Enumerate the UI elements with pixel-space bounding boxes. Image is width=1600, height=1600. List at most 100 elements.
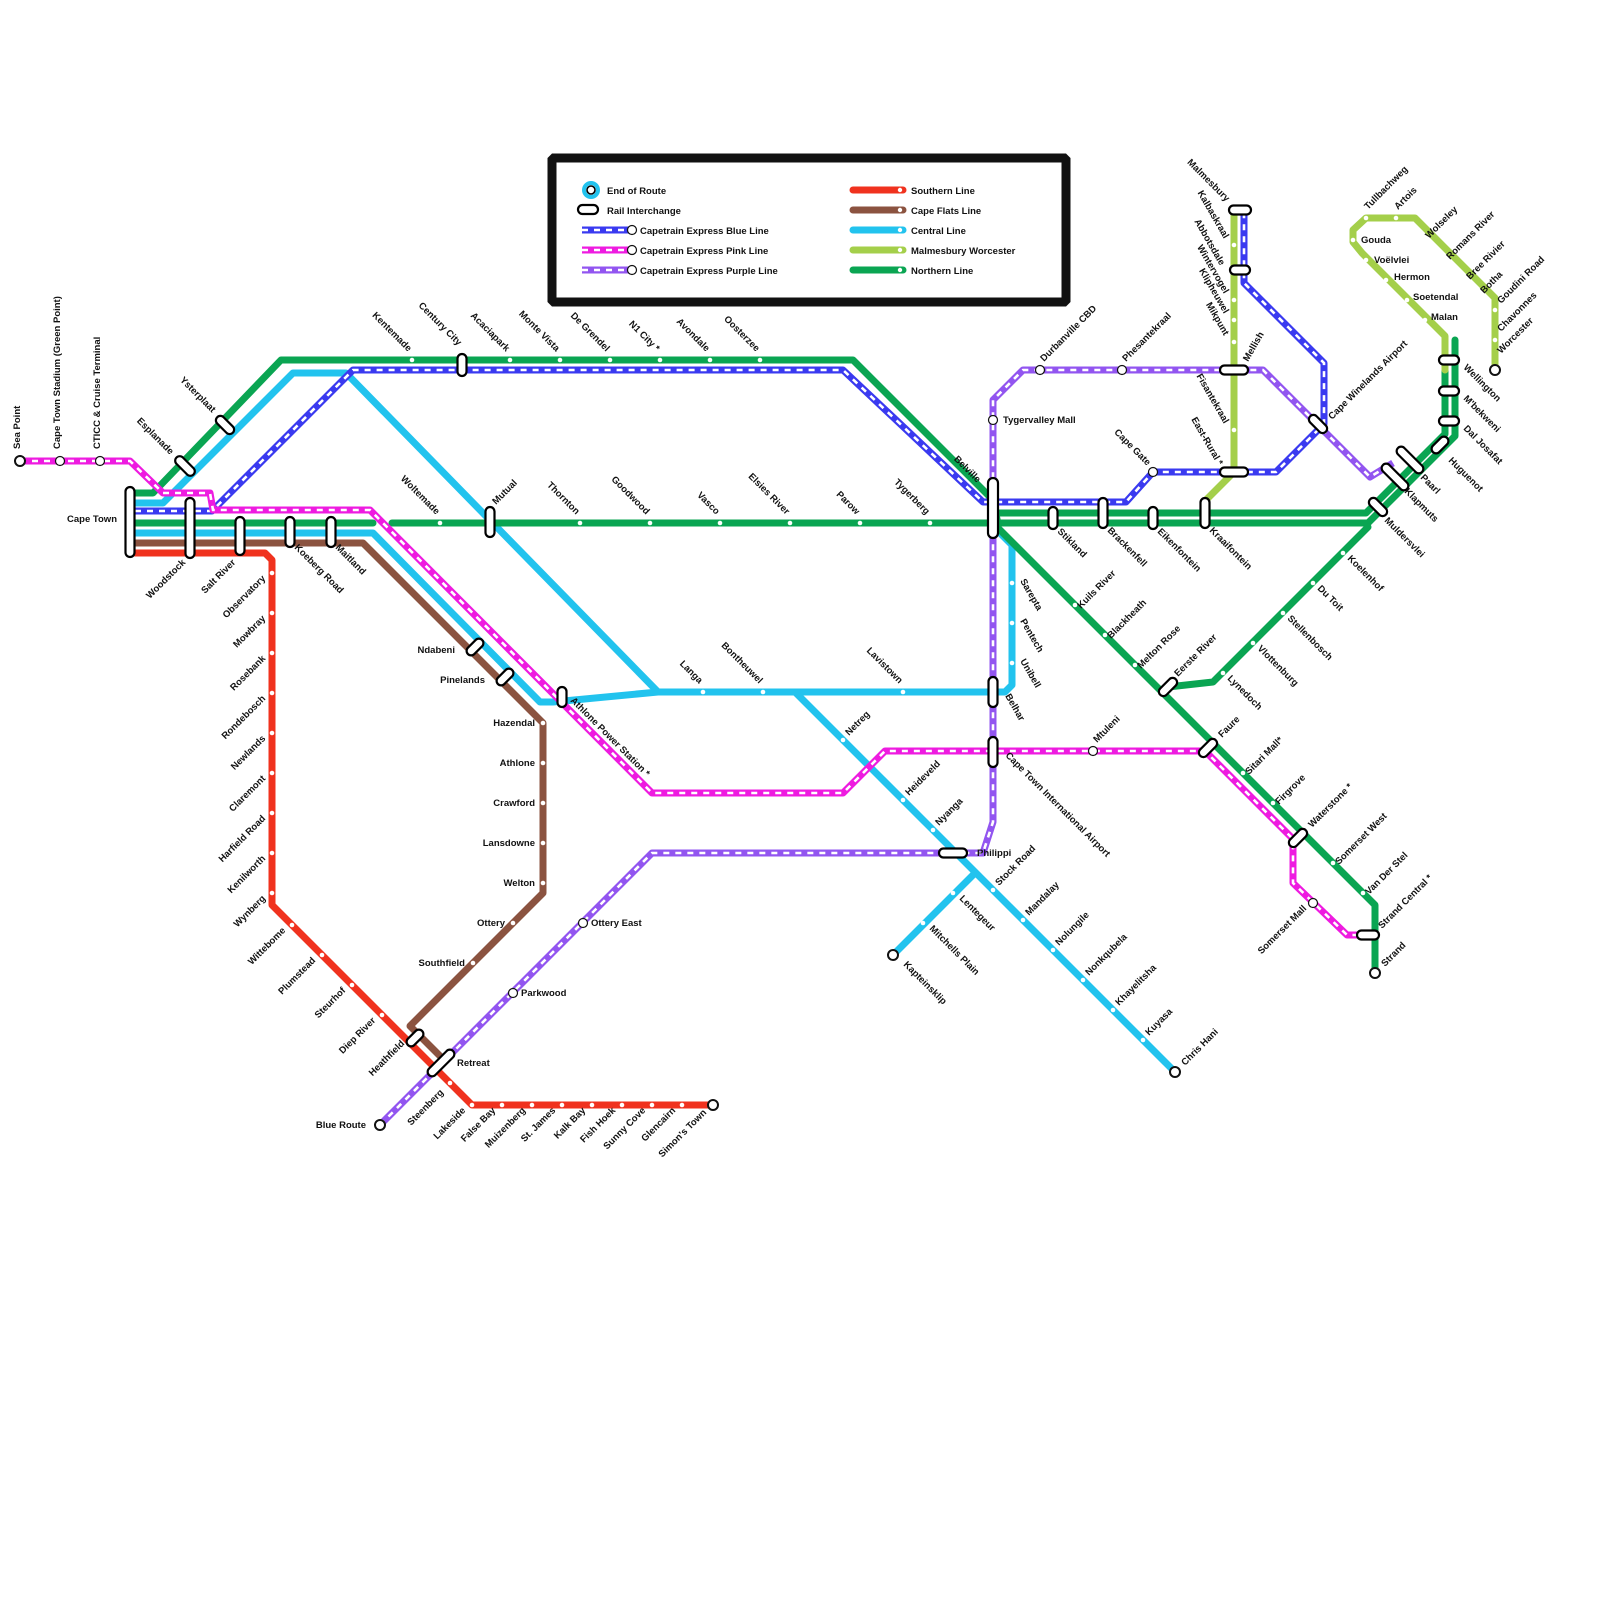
- end-of-route-marker: [1369, 967, 1381, 979]
- station-marker: [1231, 297, 1237, 303]
- station-label-lansdowne: Lansdowne: [483, 838, 535, 849]
- station-label-de-grendel: De Grendel: [568, 311, 612, 355]
- station-label-athlone: Athlone: [500, 758, 535, 769]
- station-label-ct-stadium: Cape Town Stadium (Green Point): [52, 296, 63, 449]
- station-marker: [409, 357, 415, 363]
- station-label-artois: Artois: [1392, 185, 1419, 212]
- station-label-century-city: Century City: [416, 300, 464, 348]
- station-marker: [1492, 307, 1498, 313]
- station-label-thornton: Thornton: [544, 480, 581, 517]
- station-marker: [577, 520, 583, 526]
- interchange-marker: [1047, 505, 1059, 531]
- station-marker: [757, 357, 763, 363]
- station-label-gouda: Gouda: [1361, 235, 1392, 246]
- station-label-woodstock: Woodstock: [144, 557, 188, 601]
- rail-interchange-icon: [576, 203, 600, 216]
- station-marker: [379, 1012, 385, 1018]
- express-stop-marker: [1116, 364, 1128, 376]
- legend-rail-interchange: Rail Interchange: [607, 206, 681, 217]
- station-label-kapteinsklip: Kapteinsklip: [901, 959, 949, 1007]
- interchange-marker: [1355, 929, 1381, 941]
- station-marker: [469, 1102, 475, 1108]
- station-marker: [1250, 640, 1256, 646]
- end-of-route-icon: [582, 181, 600, 199]
- station-marker: [1492, 337, 1498, 343]
- station-label-vlottenburg: Vlottenburg: [1255, 643, 1301, 689]
- station-marker: [760, 689, 766, 695]
- station-label-voelvlei: Voëlvlei: [1374, 255, 1409, 266]
- interchange-marker: [1147, 505, 1159, 531]
- station-marker: [269, 890, 275, 896]
- station-label-nyanga: Nyanga: [933, 796, 966, 829]
- station-label-cw-airport: Cape Winelands Airport: [1326, 338, 1410, 422]
- station-marker: [1360, 890, 1366, 896]
- station-label-athlone-ps: Athlone Power Station *: [568, 695, 652, 779]
- legend-express-blue: Capetrain Express Blue Line: [640, 226, 769, 237]
- station-marker: [1231, 317, 1237, 323]
- station-marker: [1231, 339, 1237, 345]
- station-marker: [1140, 1037, 1146, 1043]
- station-marker: [1009, 660, 1015, 666]
- station-label-diep-river: Diep River: [337, 1015, 378, 1056]
- station-marker: [1350, 237, 1356, 243]
- interchange-marker: [1227, 204, 1253, 216]
- station-marker: [269, 690, 275, 696]
- station-label-parkwood: Parkwood: [521, 988, 567, 999]
- route-southern: [131, 549, 717, 1109]
- station-label-vasco: Vasco: [694, 490, 721, 517]
- station-label-mutual: Mutual: [490, 478, 519, 507]
- interchange-marker: [405, 1028, 425, 1048]
- station-label-eerste-river: Eerste River: [1172, 632, 1219, 679]
- interchange-marker: [124, 485, 136, 559]
- station-marker: [657, 357, 663, 363]
- station-label-plumstead: Plumstead: [276, 955, 318, 997]
- station-label-kraaifontein: Kraaifontein: [1207, 525, 1254, 572]
- interchange-marker: [1307, 413, 1329, 435]
- station-marker: [1340, 550, 1346, 556]
- station-label-wittebome: Wittebome: [246, 925, 288, 967]
- station-label-heideveld: Heideveld: [903, 758, 943, 798]
- station-marker: [1422, 242, 1428, 248]
- station-label-tygerberg: Tygerberg: [892, 477, 932, 517]
- station-marker: [437, 520, 443, 526]
- station-label-east-rural: East-Rural *: [1188, 415, 1225, 467]
- station-marker: [840, 737, 846, 743]
- station-label-firgrove: Firgrove: [1273, 772, 1308, 807]
- station-marker: [1422, 317, 1428, 323]
- legend-frame: [547, 153, 1071, 307]
- station-label-cape-town: Cape Town: [67, 514, 117, 525]
- station-marker: [1477, 297, 1483, 303]
- express-stop-marker: [54, 455, 66, 467]
- station-marker: [1020, 917, 1026, 923]
- interchange-marker: [1218, 466, 1250, 478]
- station-label-ct-airport: Cape Town International Airport: [1003, 750, 1113, 860]
- legend-southern: Southern Line: [911, 186, 975, 197]
- station-label-hazendal: Hazendal: [493, 718, 535, 729]
- station-label-wynberg: Wynberg: [232, 893, 269, 930]
- station-label-sitari: Sitari Mall*: [1243, 735, 1285, 777]
- station-label-hermon: Hermon: [1394, 272, 1430, 283]
- express-stop-marker: [1307, 897, 1319, 909]
- express-stop-marker: [1087, 745, 1099, 757]
- interchange-marker: [1380, 462, 1410, 492]
- route-express-pink-a: [20, 457, 1375, 939]
- station-label-bontheuwel: Bontheuwel: [719, 640, 765, 686]
- station-label-mtuleni: Mtuleni: [1091, 714, 1122, 745]
- station-label-van-der-stel: Van Der Stel: [1363, 850, 1410, 897]
- station-marker: [1240, 770, 1246, 776]
- station-label-phesantekraal: Phesantekraal: [1120, 311, 1173, 364]
- station-marker: [1231, 427, 1237, 433]
- station-label-muldersvlei: Muldersvlei: [1382, 515, 1427, 560]
- station-label-steurhof: Steurhof: [313, 985, 349, 1021]
- end-of-route-marker: [14, 455, 26, 467]
- station-marker: [1363, 257, 1369, 263]
- station-label-eikenfontein: Eikenfontein: [1155, 526, 1203, 574]
- station-marker: [1080, 977, 1086, 983]
- interchange-marker: [234, 515, 246, 557]
- station-label-pinelands: Pinelands: [440, 675, 485, 686]
- station-marker: [1280, 610, 1286, 616]
- station-marker: [470, 960, 476, 966]
- interchange-marker: [426, 1048, 456, 1078]
